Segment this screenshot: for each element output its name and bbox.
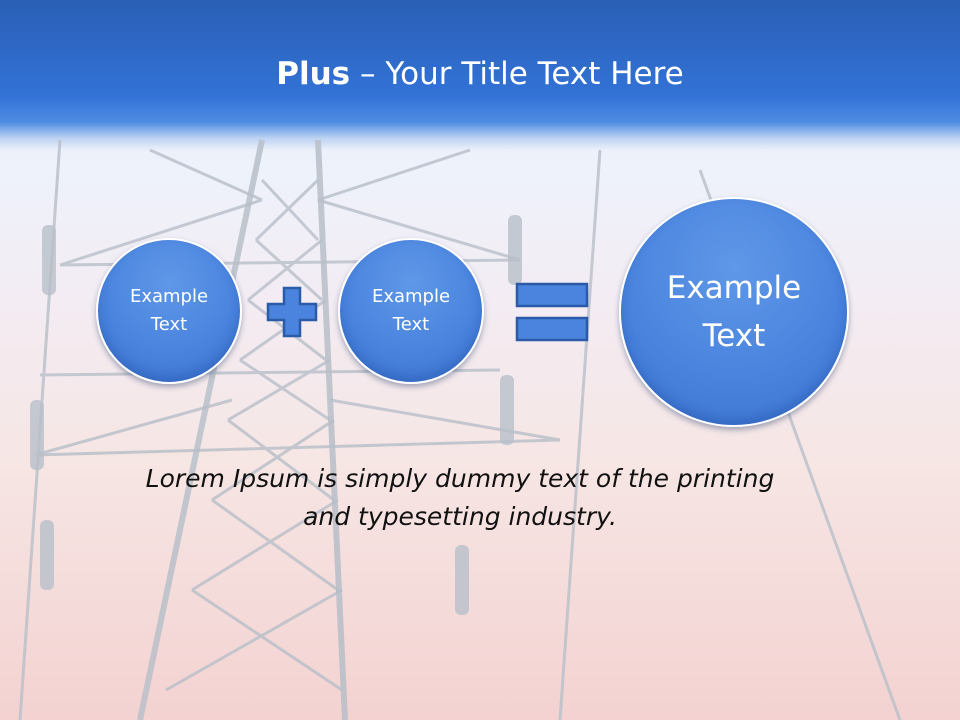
operand-2-label: Example Text [371, 286, 451, 335]
caption-line-2: and typesetting industry. [303, 502, 617, 531]
caption-line-1: Lorem Ipsum is simply dummy text of the … [145, 464, 775, 493]
operand-circle-2[interactable]: Example Text [338, 238, 484, 384]
slide-title: Plus – Your Title Text Here [0, 52, 960, 96]
operand-1-label: Example Text [129, 286, 209, 335]
title-band [0, 0, 960, 150]
result-label: Example Text [666, 270, 802, 354]
title-rest: – Your Title Text Here [350, 56, 684, 92]
title-bold: Plus [276, 56, 351, 92]
equals-sign-icon [515, 282, 589, 342]
operand-circle-1[interactable]: Example Text [96, 238, 242, 384]
plus-sign-icon [266, 286, 318, 338]
caption: Lorem Ipsum is simply dummy text of the … [100, 460, 820, 536]
result-circle[interactable]: Example Text [619, 197, 849, 427]
